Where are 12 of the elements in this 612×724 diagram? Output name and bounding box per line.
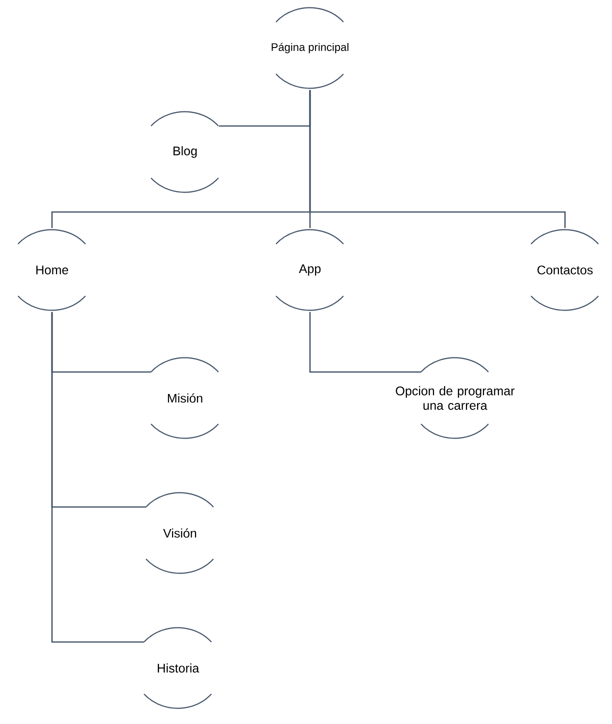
connector-line: [309, 90, 566, 228]
arc-node: Visión: [146, 492, 214, 574]
arc-node: Historia: [144, 627, 212, 709]
arc-node: Misión: [150, 357, 219, 439]
arc-node: Blog: [150, 111, 219, 193]
arc-node: Contactos: [530, 229, 599, 311]
connector-line: [309, 312, 421, 373]
arc-node: App: [276, 229, 344, 311]
arc-node: Página principal: [272, 7, 348, 89]
connector-line: [51, 312, 144, 643]
arc-node: Opcion de programar una carrera: [396, 357, 514, 439]
arc-node: Home: [18, 229, 86, 311]
